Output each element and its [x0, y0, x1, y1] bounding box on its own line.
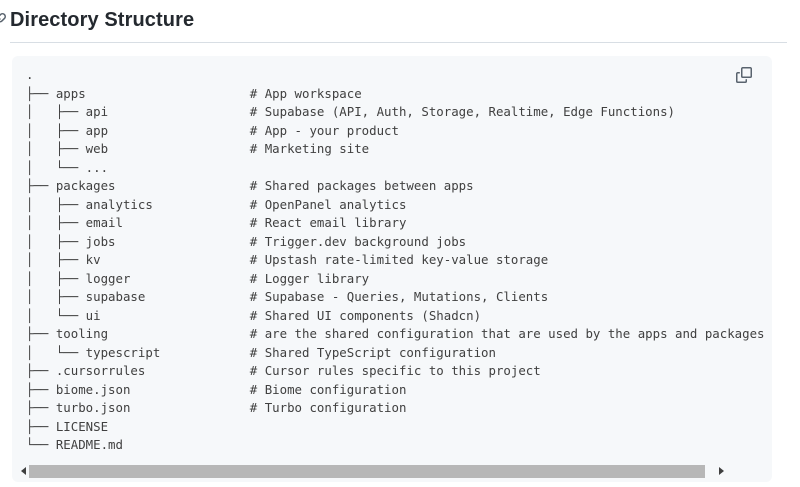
code-line: ├── apps # App workspace: [26, 85, 772, 104]
tree-entry: └── README.md: [26, 437, 123, 452]
scrollbar-thumb[interactable]: [29, 464, 706, 478]
tree-entry: ├── turbo.json: [26, 400, 131, 415]
tree-entry: │ └── ui: [26, 307, 101, 323]
tree-entry: │ └── typescript: [26, 344, 161, 360]
code-line: ├── tooling # are the shared configuratio…: [26, 325, 772, 344]
tree-entry: .: [26, 67, 34, 82]
anchor-link-icon[interactable]: [0, 11, 7, 27]
code-line: │ ├── app # App - your product: [26, 122, 772, 141]
tree-comment: # Supabase - Queries, Mutations, Clients: [249, 289, 549, 304]
code-line: │ ├── logger # Logger library: [26, 270, 772, 289]
scroll-left-arrow[interactable]: [17, 464, 29, 478]
horizontal-scrollbar[interactable]: [17, 464, 727, 478]
tree-entry: ├── packages: [26, 178, 116, 193]
code-line: │ ├── api # Supabase (API, Auth, Storage,…: [26, 103, 772, 122]
code-line: │ ├── supabase # Supabase - Queries, Muta…: [26, 288, 772, 307]
code-line: ├── packages # Shared packages between ap…: [26, 177, 772, 196]
tree-entry: │ ├── supabase: [26, 289, 146, 304]
tree-comment: # Turbo configuration: [249, 400, 407, 415]
scroll-right-arrow[interactable]: [715, 464, 727, 478]
tree-comment: # OpenPanel analytics: [249, 196, 407, 212]
page-title-text: Directory Structure: [10, 9, 195, 31]
code-block: . ├── apps # App workspace │ ├── api # Supab…: [12, 56, 772, 482]
tree-comment: # Upstash rate-limited key-value storage: [249, 252, 549, 267]
tree-comment: # Trigger.dev background jobs: [249, 233, 467, 249]
code-line: .: [26, 66, 772, 85]
tree-comment: # Marketing site: [249, 141, 370, 156]
code-line: │ ├── web # Marketing site: [26, 140, 772, 159]
code-lines: . ├── apps # App workspace │ ├── api # Supab…: [26, 66, 772, 455]
tree-entry: │ ├── kv: [26, 252, 101, 267]
code-line: │ ├── email # React email library: [26, 214, 772, 233]
tree-entry: ├── .cursorrules: [26, 363, 146, 378]
code-line: │ └── ...: [26, 159, 772, 178]
section-heading: Directory Structure: [0, 9, 790, 32]
tree-entry: ├── apps: [26, 85, 86, 101]
tree-entry: │ ├── jobs: [26, 233, 116, 249]
copy-icon: [736, 67, 754, 83]
tree-entry: │ ├── logger: [26, 270, 131, 286]
tree-comment: # Shared UI components (Shadcn): [249, 307, 482, 323]
scrollbar-track[interactable]: [29, 464, 715, 478]
tree-comment: # App - your product: [249, 122, 399, 138]
tree-comment: # App workspace: [249, 85, 362, 101]
tree-comment: # Supabase (API, Auth, Storage, Realtime…: [249, 104, 675, 119]
code-line: ├── turbo.json # Turbo configuration: [26, 399, 772, 418]
heading-divider: [10, 42, 787, 43]
tree-comment: # are the shared configuration that are …: [249, 326, 765, 341]
tree-entry: │ ├── web: [26, 141, 109, 156]
code-line: ├── LICENSE: [26, 418, 772, 437]
code-line: │ └── ui # Shared UI components (Shadcn): [26, 307, 772, 326]
tree-comment: # Biome configuration: [249, 381, 407, 397]
tree-entry: ├── tooling: [26, 326, 109, 341]
tree-comment: # Cursor rules specific to this project: [249, 363, 541, 378]
tree-comment: # Logger library: [249, 270, 370, 286]
triangle-right-icon: [718, 467, 724, 475]
code-line: │ ├── kv # Upstash rate-limited key-value…: [26, 251, 772, 270]
tree-entry: ├── LICENSE: [26, 418, 109, 434]
triangle-left-icon: [20, 467, 26, 475]
tree-entry: │ ├── analytics: [26, 196, 153, 212]
tree-comment: # React email library: [249, 215, 407, 230]
tree-entry: │ └── ...: [26, 159, 109, 175]
code-line: │ ├── jobs # Trigger.dev background jobs: [26, 233, 772, 252]
tree-entry: │ ├── api: [26, 104, 109, 119]
code-line: │ ├── analytics # OpenPanel analytics: [26, 196, 772, 215]
tree-comment: # Shared packages between apps: [249, 178, 474, 193]
tree-entry: ├── biome.json: [26, 381, 131, 397]
code-line: ├── .cursorrules # Cursor rules specific …: [26, 362, 772, 381]
tree-entry: │ ├── app: [26, 122, 109, 138]
code-line: ├── biome.json # Biome configuration: [26, 381, 772, 400]
tree-comment: # Shared TypeScript configuration: [249, 344, 496, 360]
copy-button[interactable]: [736, 66, 754, 84]
tree-entry: │ ├── email: [26, 215, 123, 230]
directory-tree: . ├── apps # App workspace │ ├── api # Supab…: [12, 56, 772, 455]
code-line: │ └── typescript # Shared TypeScript conf…: [26, 344, 772, 363]
code-line: └── README.md: [26, 436, 772, 455]
page-title: Directory Structure: [0, 9, 790, 32]
